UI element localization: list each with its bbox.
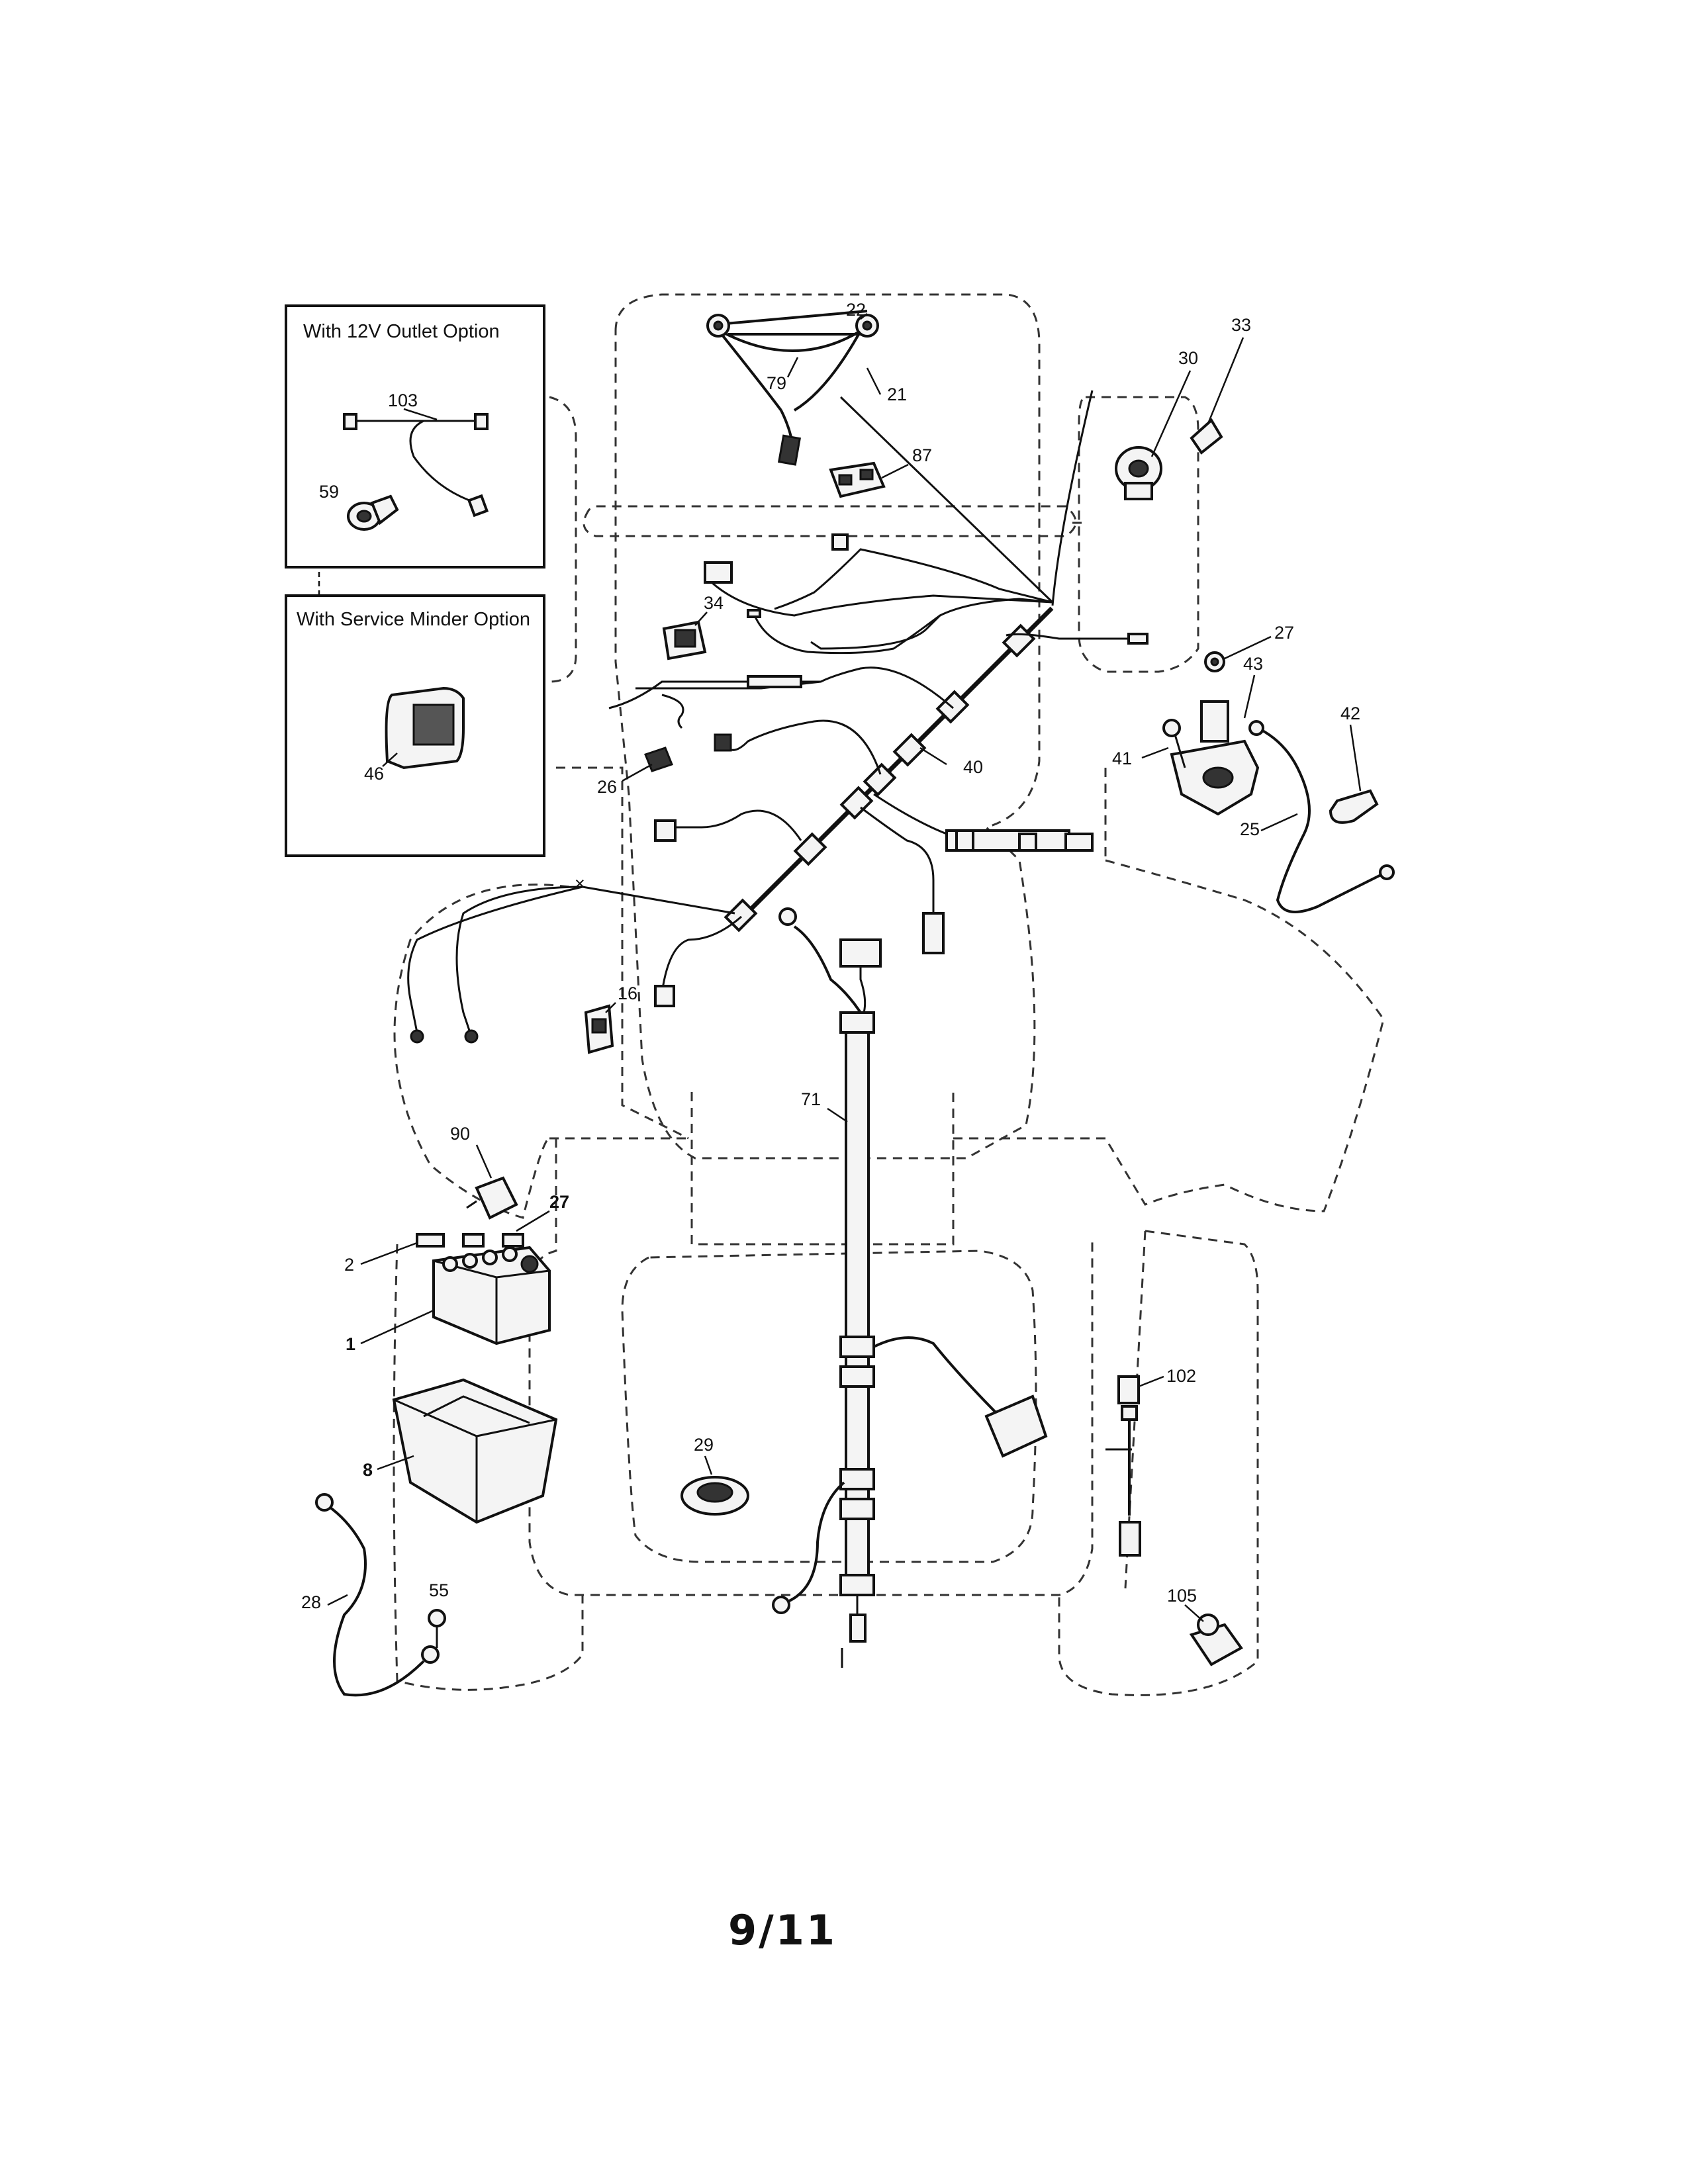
bolts-2-27 <box>416 1233 524 1248</box>
switch-90 <box>466 1176 518 1220</box>
callout-79: 79 <box>767 373 786 393</box>
outlet-59 <box>347 494 399 531</box>
cable-25 <box>1248 720 1395 913</box>
battery-tray-8 <box>392 1378 558 1524</box>
bolt-41 <box>1162 719 1186 768</box>
main-harness-40: × <box>407 390 1149 1044</box>
relay-87 <box>829 461 886 498</box>
callout-40: 40 <box>963 757 983 777</box>
solenoid-43 <box>1170 651 1260 816</box>
callout-27a: 27 <box>1274 623 1294 643</box>
screw-55 <box>428 1609 446 1648</box>
boot-42 <box>1329 789 1379 824</box>
callout-30: 30 <box>1178 348 1198 368</box>
inset-12v-outlet: With 12V Outlet Option 103 59 <box>285 304 545 596</box>
switch-34 <box>662 620 707 660</box>
callout-21: 21 <box>887 385 907 404</box>
callout-105: 105 <box>1167 1586 1197 1606</box>
callout-2: 2 <box>344 1255 354 1275</box>
callout-43: 43 <box>1243 654 1263 674</box>
callout-33: 33 <box>1231 315 1251 335</box>
battery-1 <box>432 1246 551 1345</box>
harness-102 <box>1105 1375 1141 1557</box>
page-number: 9/11 <box>728 1906 837 1954</box>
grommet-29 <box>680 1476 749 1516</box>
callout-55: 55 <box>429 1580 449 1600</box>
svg-text:×: × <box>575 874 585 893</box>
callout-16: 16 <box>618 983 637 1003</box>
callout-103: 103 <box>388 390 418 410</box>
key-33 <box>1190 418 1223 455</box>
callout-59: 59 <box>319 482 339 502</box>
callout-41: 41 <box>1112 749 1132 768</box>
inset-service-minder: With Service Minder Option 46 <box>285 594 545 857</box>
headlight-harness <box>706 310 879 466</box>
callout-42: 42 <box>1340 704 1360 723</box>
callout-71: 71 <box>801 1089 821 1109</box>
callout-27b: 27 <box>549 1192 569 1212</box>
cable-28 <box>315 1493 440 1697</box>
callout-90: 90 <box>450 1124 470 1144</box>
switch-105 <box>1189 1614 1243 1666</box>
callout-102: 102 <box>1166 1366 1196 1386</box>
callout-1: 1 <box>346 1334 355 1354</box>
callout-34: 34 <box>704 593 724 613</box>
callout-8: 8 <box>363 1460 373 1480</box>
service-minder-46 <box>385 686 465 770</box>
callout-87: 87 <box>912 445 932 465</box>
callout-46: 46 <box>364 764 384 784</box>
inset-12v-outlet-title: With 12V Outlet Option <box>303 321 500 342</box>
switch-16 <box>584 1004 614 1054</box>
inset-service-minder-title: With Service Minder Option <box>297 609 530 630</box>
callout-29: 29 <box>694 1435 714 1455</box>
fuse-26 <box>644 747 673 772</box>
callout-26: 26 <box>597 777 617 797</box>
callout-25: 25 <box>1240 819 1260 839</box>
harness-71 <box>772 907 1048 1668</box>
ignition-switch-30 <box>1115 446 1162 500</box>
callout-28: 28 <box>301 1592 321 1612</box>
